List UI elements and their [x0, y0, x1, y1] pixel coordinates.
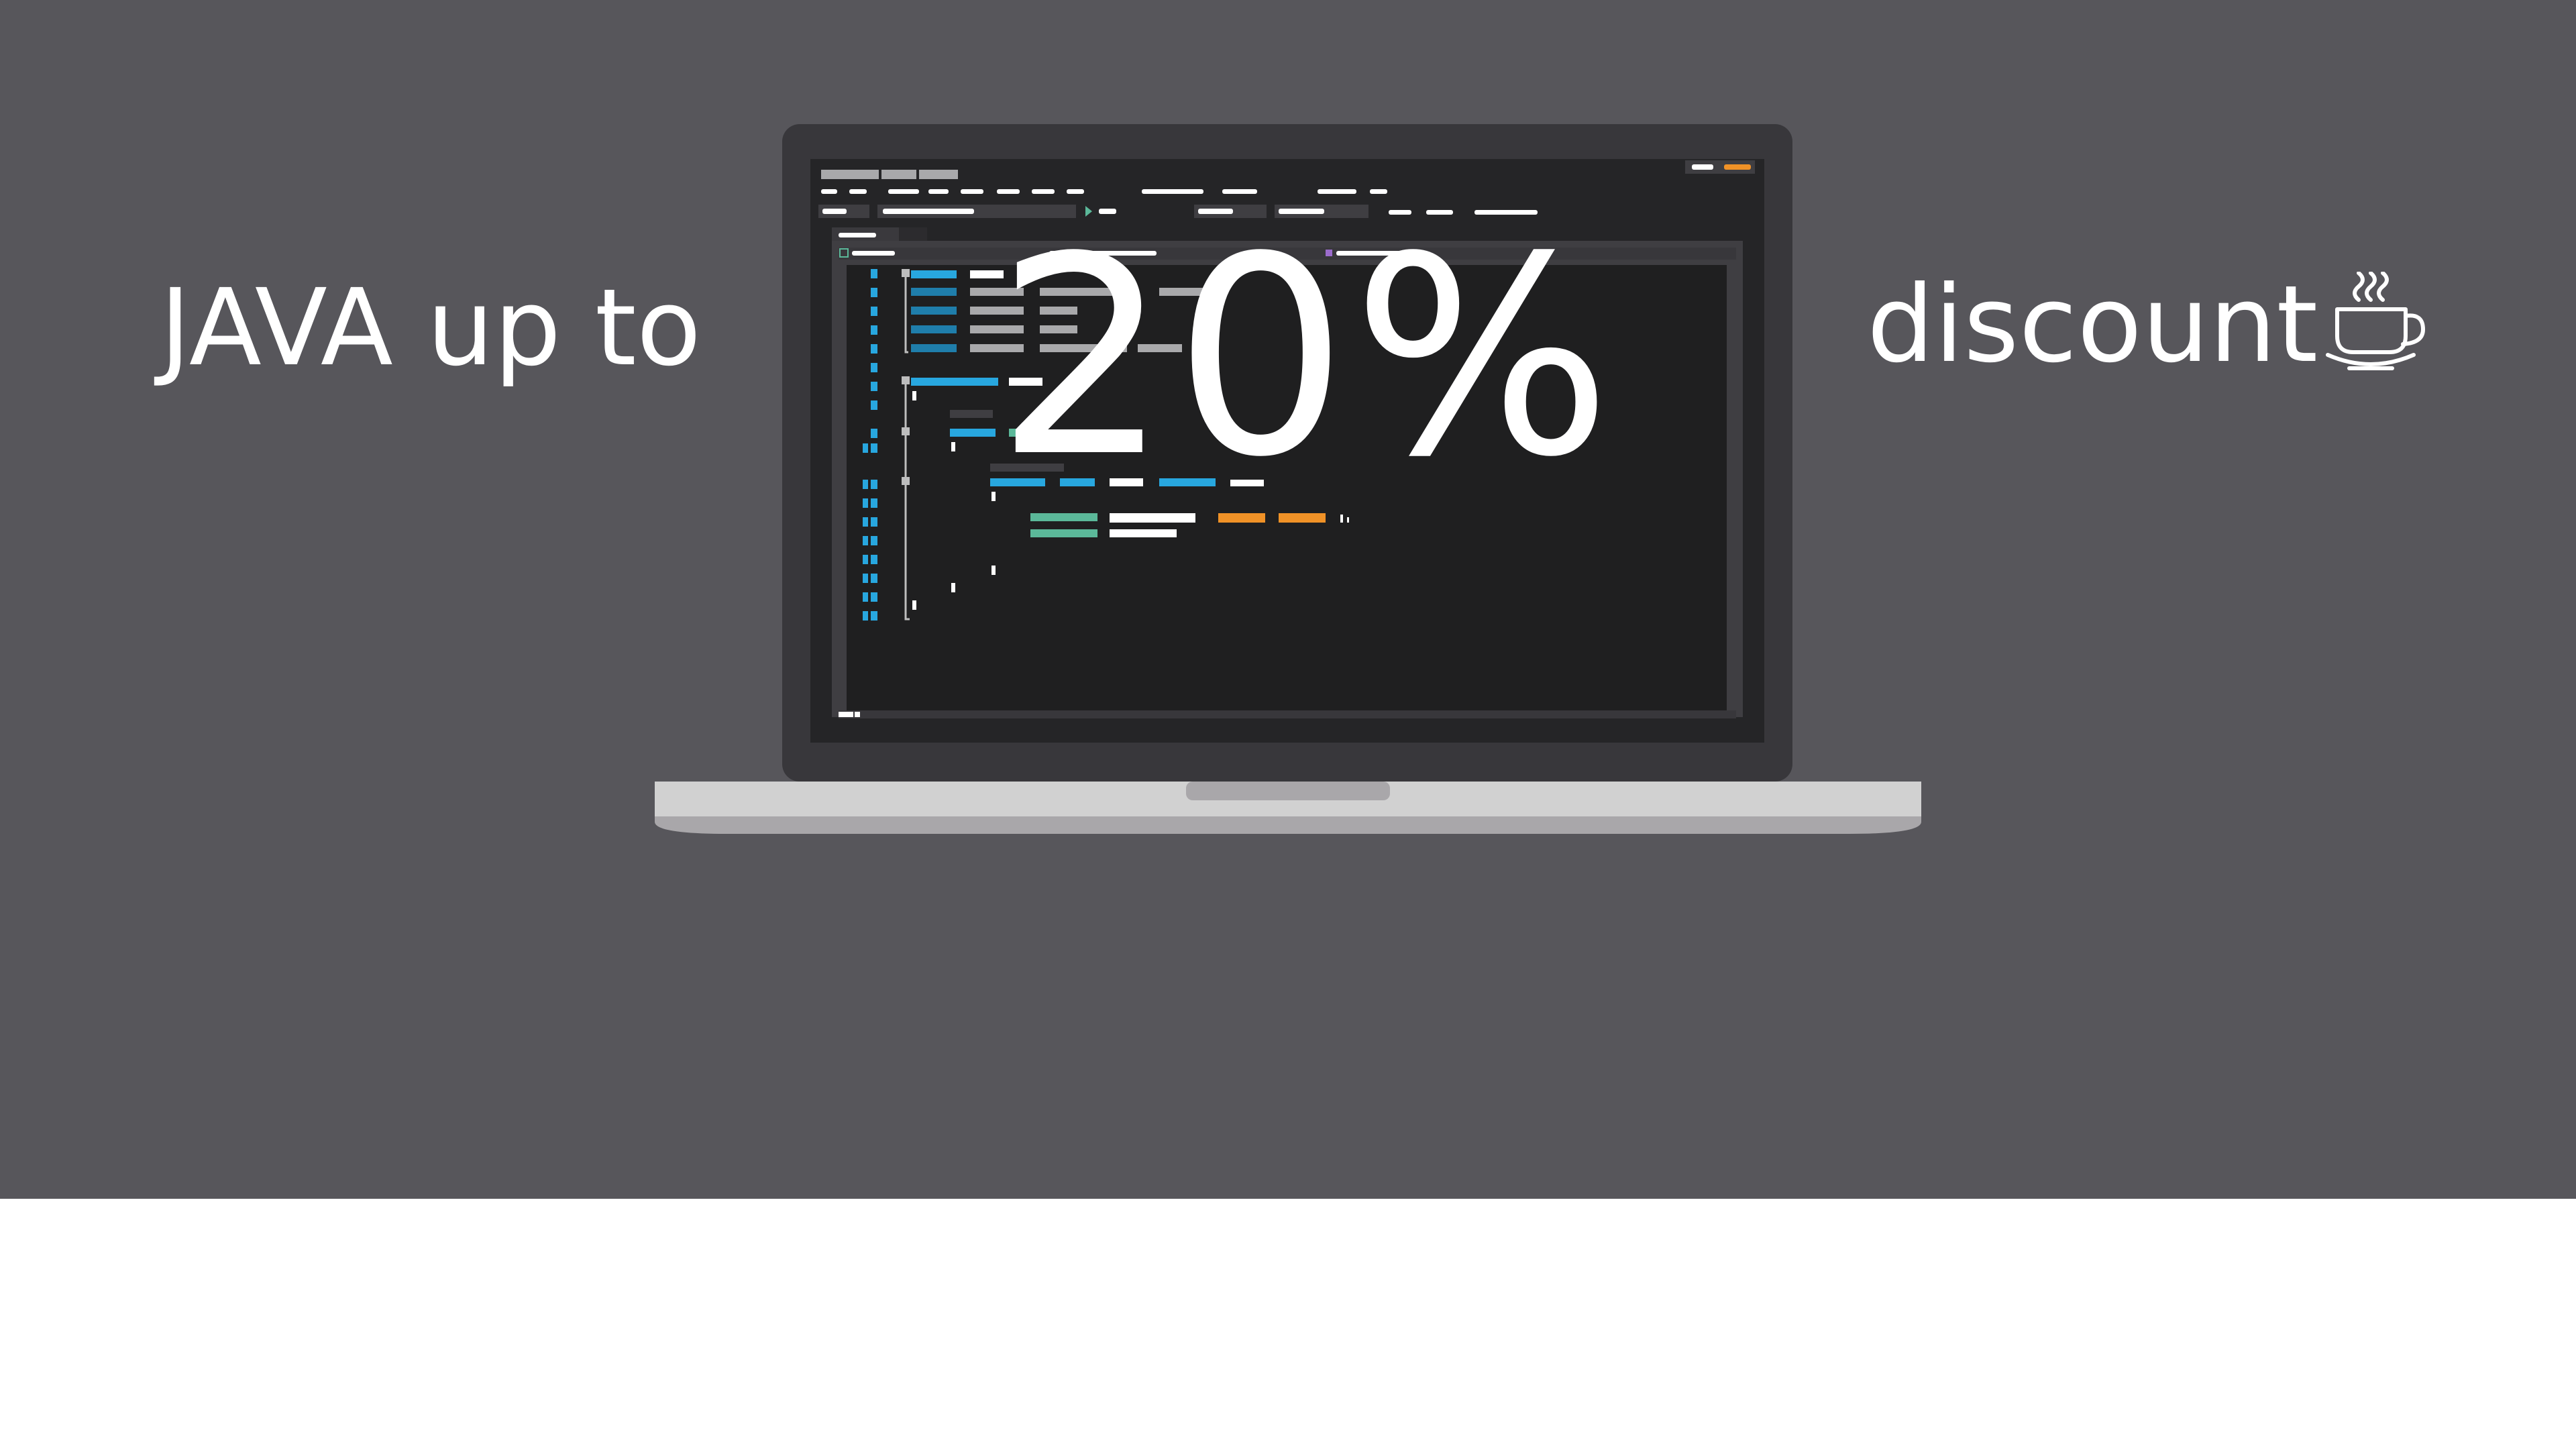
laptop-icon	[655, 124, 1921, 834]
promo-lead-text: JAVA up to	[160, 266, 702, 390]
promo-banner: JAVA up to 20% discount	[0, 0, 2576, 1199]
promo-tail-text: discount	[1867, 263, 2318, 386]
coffee-cup-icon	[2326, 272, 2425, 370]
discount-percent: 20%	[996, 199, 1616, 517]
